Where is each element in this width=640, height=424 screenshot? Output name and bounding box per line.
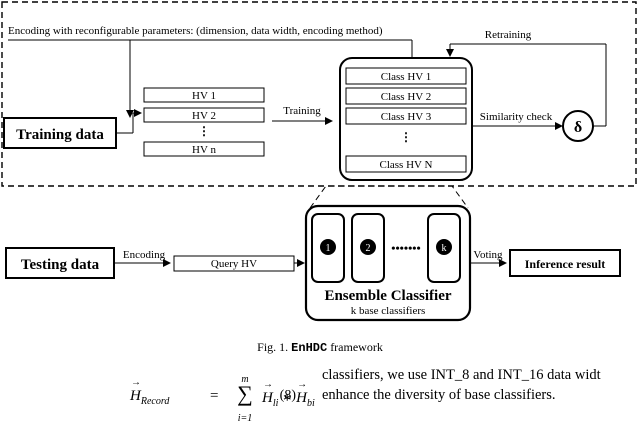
training-data-label: Training data [16,127,104,143]
lhs-subscript: Record [140,396,170,407]
class-hv-2-label: Class HV 2 [381,91,432,103]
equation-equals: = [210,388,219,404]
training-region [1,1,637,187]
sum-symbol: ∑ [237,381,253,406]
caption-name: EnHDC [291,341,328,355]
testing-data-label: Testing data [21,257,100,273]
lhs-symbol: →H [130,377,141,404]
sum-lower-limit: i=1 [237,413,253,424]
equation-operator: ∗ [282,390,293,406]
testing-data-box [5,247,115,279]
hv-n-box [143,141,265,157]
hv-ellipsis: ⋮ [198,124,210,138]
ensemble-title: Ensemble Classifier [324,288,451,304]
inference-label: Inference result [525,257,606,271]
equation-rhs: →Hli ∗ →Hbi [262,379,315,409]
base-classifier-1-label: 1 [326,243,331,254]
term2-vector-arrow: → [297,379,308,390]
term2-subscript: bi [306,398,315,409]
base-classifier-k-badge [436,239,452,255]
similarity-label: Similarity check [480,111,553,123]
base-classifier-2-badge [360,239,376,255]
class-hv-3-box [345,107,467,125]
hv-2-box [143,107,265,123]
model-link [309,185,469,209]
term1-vector-arrow: → [263,379,273,390]
voting-label: Voting [473,249,503,261]
sum-upper-limit: m [241,374,249,385]
caption-suffix: framework [330,340,383,354]
caption-prefix: Fig. 1. [257,340,289,354]
hv-n-label: HV n [192,144,216,156]
base-classifier-1-badge [320,239,336,255]
class-hv-3-label: Class HV 3 [381,111,432,123]
term1-symbol: →H [262,379,273,406]
term1-subscript: li [272,398,279,409]
class-hv-n-label: Class HV N [380,159,433,171]
hv-2-label: HV 2 [192,110,216,122]
hv-1-box [143,87,265,103]
class-hv-1-box [345,67,467,85]
base-classifier-k-label: k [442,243,447,254]
encoding-label: Encoding [123,249,166,261]
equation-number: (8) [279,388,296,403]
class-hv-1-label: Class HV 1 [381,71,432,83]
inference-box [509,249,621,277]
figure-caption: Fig. 1. EnHDC framework [0,340,640,355]
delta-symbol: δ [574,119,582,136]
training-arrow-label: Training [283,105,321,117]
term2-symbol: →H [296,379,308,406]
base-classifier-ellipsis: ••••••• [391,241,420,255]
class-hv-n-box [345,155,467,173]
retraining-label: Retraining [485,29,532,41]
hv-1-label: HV 1 [192,90,216,102]
equation-lhs: →HRecord [130,377,170,407]
body-text-line-2: enhance the diversity of base classifier… [322,387,556,403]
lhs-vector-arrow: → [131,377,141,388]
encoding-note: Encoding with reconfigurable parameters:… [8,25,383,37]
class-hv-ellipsis: ⋮ [400,130,412,144]
delta-circle [562,110,594,142]
body-text-line-1: classifiers, we use INT_8 and INT_16 dat… [322,367,601,383]
class-hv-2-box [345,87,467,105]
query-hv-label: Query HV [211,258,257,270]
base-classifier-2-label: 2 [366,243,371,254]
ensemble-subtitle: k base classifiers [351,305,426,317]
